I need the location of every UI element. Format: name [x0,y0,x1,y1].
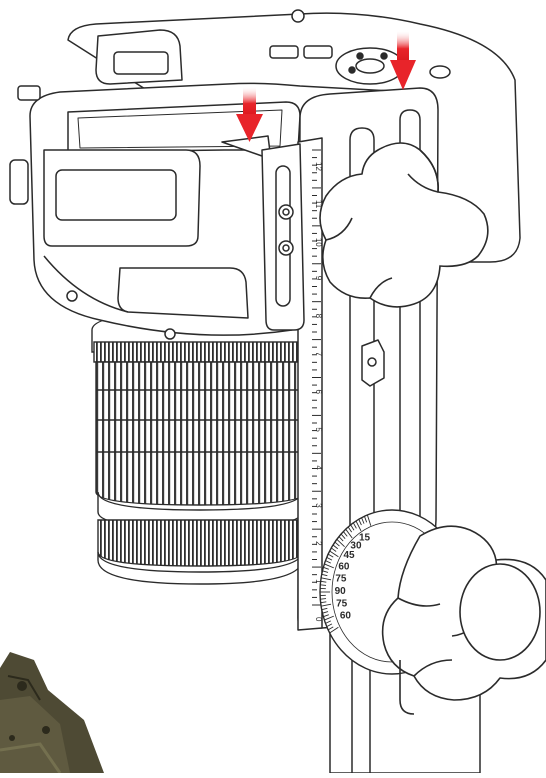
dial-scale-label: 75 [335,573,347,584]
clamp-detail-photo [0,652,104,773]
rail-scale-label: 5 [314,427,323,432]
dial-scale-label: 60 [338,561,350,572]
camera-lens [92,312,306,584]
rail-scale-label: 2 [314,541,323,546]
rail-scale-label: 12 [314,162,323,171]
rail-scale-label: 7 [314,352,323,357]
dial-scale-label: 75 [336,599,348,610]
rail-scale-label: 6 [314,390,323,395]
rail-scale-label: 10 [314,238,323,247]
rail-scale-label: 4 [314,465,323,470]
dial-scale-label: 45 [343,550,355,561]
rail-scale-label: 0 [314,617,323,622]
rail-scale-label: 8 [314,314,323,319]
dial-tick [320,599,326,600]
dial-scale-label: 90 [335,586,347,597]
dial-scale-label: 60 [340,611,352,622]
rail-scale-label: 9 [314,276,323,281]
rail-scale-label: 3 [314,503,323,508]
dial-tick [320,585,326,586]
